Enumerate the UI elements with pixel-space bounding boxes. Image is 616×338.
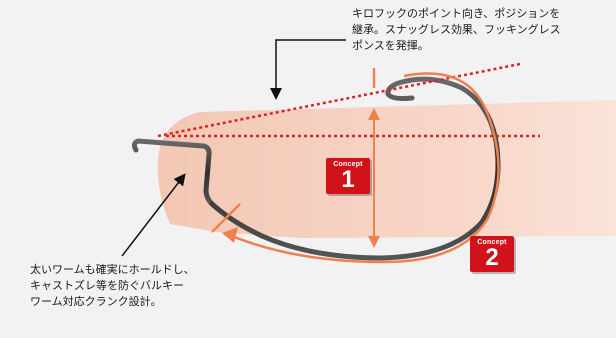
arc-arrowhead-icon [222, 227, 238, 243]
bottom-caption-leader [121, 173, 186, 257]
reference-line-point-direction [157, 62, 521, 138]
concept-badge-2: Concept 2 [470, 236, 514, 272]
badge-word: Concept [333, 161, 363, 168]
caption-line: 太いワームも確実にホールドし、 [30, 263, 195, 276]
penetration-arc [231, 72, 500, 264]
gap-arrow-top-icon [368, 108, 380, 120]
concept-badge-1: Concept 1 [326, 158, 370, 194]
gap-arrow-bottom-icon [368, 236, 380, 248]
shank-tick-mark [211, 203, 241, 233]
top-caption-leader [270, 39, 346, 100]
caption-line: キロフックのポイント向き、ポジションを [352, 7, 561, 20]
caption-line: ワーム対応クランク設計。 [30, 295, 162, 308]
caption-crank-design: 太いワームも確実にホールドし、 キャストズレ等を防ぐバルキー ワーム対応クランク… [30, 262, 195, 310]
hook-eye [131, 138, 215, 207]
caption-line: 継承。スナッグレス効果、フッキングレス [352, 23, 561, 36]
badge-word: Concept [477, 239, 507, 246]
caption-line: キャストズレ等を防ぐバルキー [30, 279, 184, 292]
badge-number: 2 [485, 244, 499, 271]
caption-line: ポンスを発揮。 [352, 39, 429, 52]
caption-point-position: キロフックのポイント向き、ポジションを 継承。スナッグレス効果、フッキングレス … [352, 6, 561, 54]
worm-body [157, 100, 616, 238]
badge-number: 1 [341, 166, 355, 193]
